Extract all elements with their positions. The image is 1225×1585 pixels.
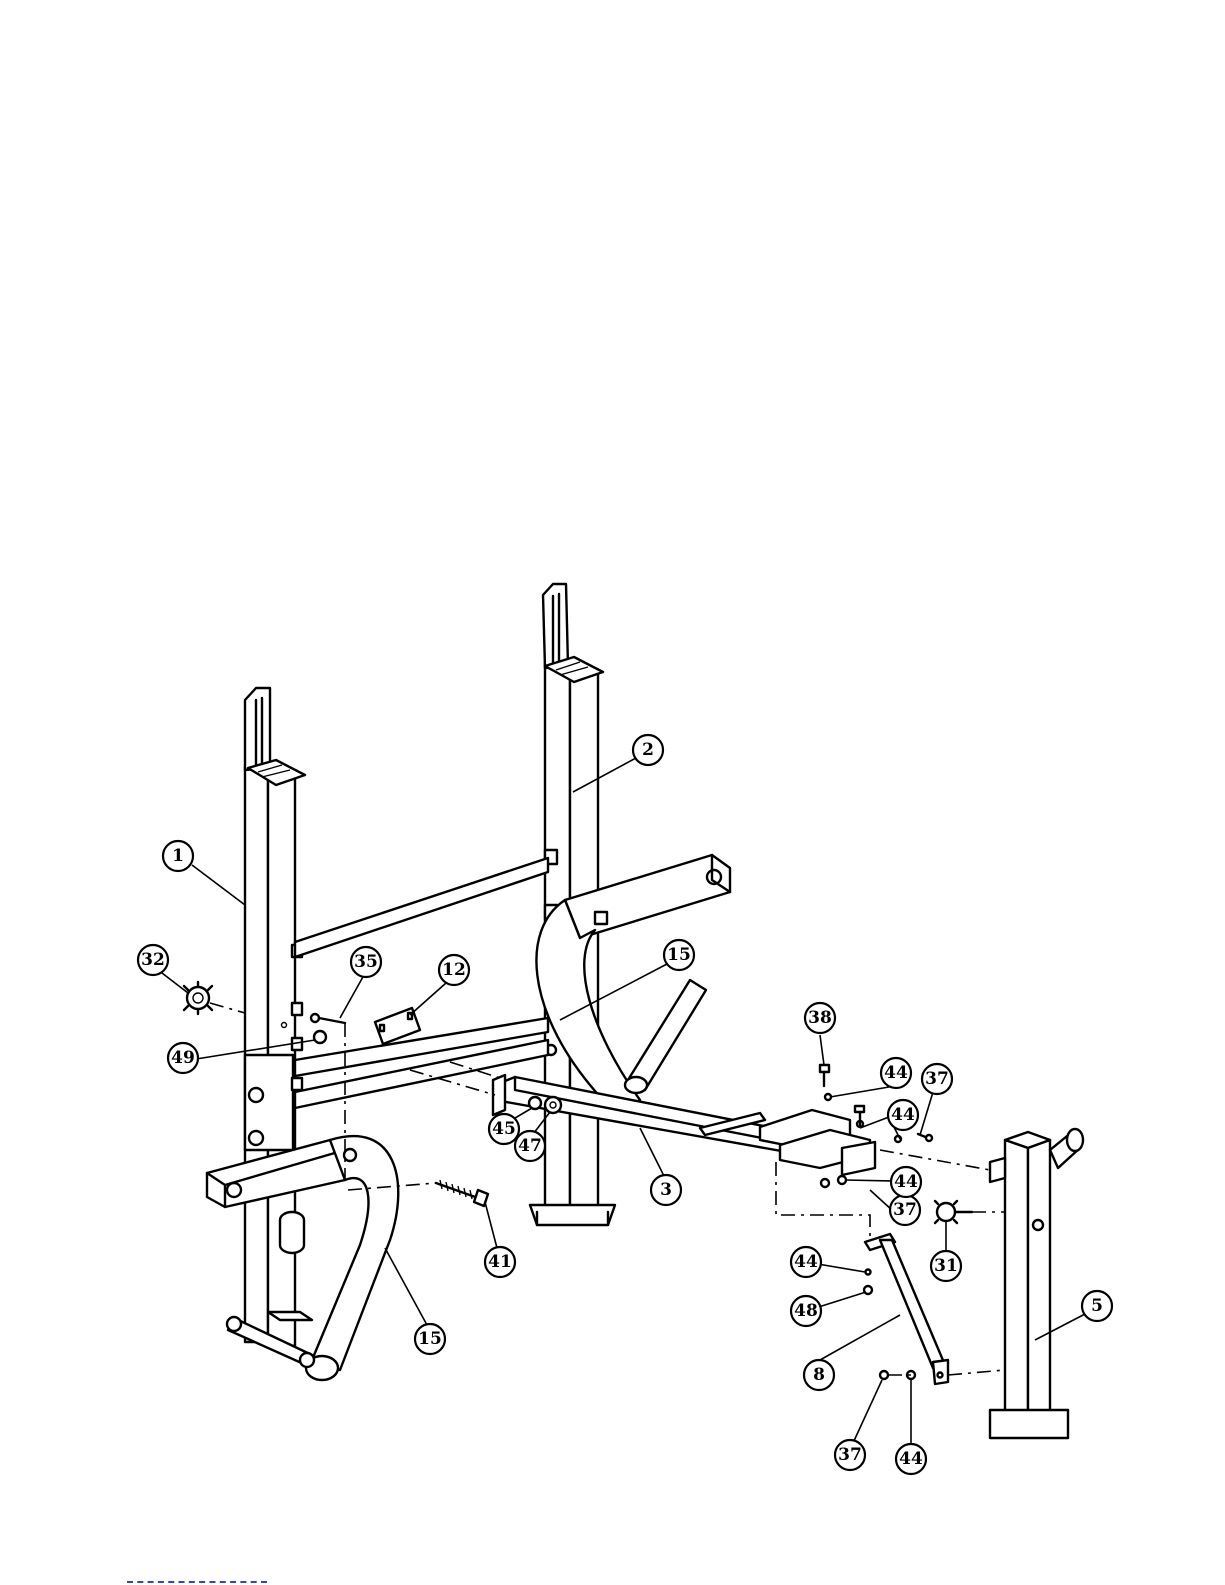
callout-bolt-bottom: 37 <box>835 1440 865 1470</box>
svg-text:37: 37 <box>838 1445 862 1465</box>
bracket-plate <box>375 1008 420 1044</box>
svg-text:12: 12 <box>442 960 466 980</box>
callout-washer-e: 44 <box>896 1444 926 1474</box>
cross-tube-upper <box>295 858 548 957</box>
callout-washer-a: 44 <box>881 1058 911 1088</box>
svg-text:47: 47 <box>518 1136 542 1156</box>
callout-nut: 47 <box>515 1131 545 1161</box>
callout-bracket-plate: 12 <box>439 955 469 985</box>
callout-nut-b: 48 <box>791 1296 821 1326</box>
svg-text:15: 15 <box>667 945 691 965</box>
callout-washer-d: 44 <box>791 1247 821 1277</box>
svg-text:5: 5 <box>1091 1296 1103 1316</box>
svg-text:37: 37 <box>893 1200 917 1220</box>
svg-text:8: 8 <box>813 1365 825 1385</box>
svg-text:45: 45 <box>492 1119 516 1139</box>
callout-main-tube: 3 <box>651 1175 681 1205</box>
callout-nut-c: 49 <box>168 1043 198 1073</box>
bolt-top-part <box>820 1065 829 1086</box>
callout-support-brace: 8 <box>804 1360 834 1390</box>
nut-part-49 <box>314 1031 326 1043</box>
callout-washer-b: 44 <box>888 1100 918 1130</box>
svg-text:41: 41 <box>488 1252 512 1272</box>
svg-text:3: 3 <box>660 1180 672 1200</box>
leg-curl-arm-lower <box>207 1136 398 1380</box>
svg-text:32: 32 <box>141 950 165 970</box>
svg-text:1: 1 <box>172 846 184 866</box>
svg-text:31: 31 <box>934 1256 958 1276</box>
pin-part <box>311 1014 345 1023</box>
callout-washer-c: 44 <box>891 1167 921 1197</box>
svg-text:44: 44 <box>899 1449 923 1469</box>
callout-bolt-top: 38 <box>805 1003 835 1033</box>
knob-left-part <box>184 982 212 1014</box>
svg-text:44: 44 <box>884 1063 908 1083</box>
callout-pin: 35 <box>351 947 381 977</box>
svg-text:38: 38 <box>808 1008 832 1028</box>
callout-bolt-right: 37 <box>922 1064 952 1094</box>
callout-leg-curl-lower: 15 <box>415 1324 445 1354</box>
callout-bolt-mid: 37 <box>890 1195 920 1225</box>
callout-frame-left: 1 <box>163 841 193 871</box>
svg-text:2: 2 <box>642 740 654 760</box>
svg-text:49: 49 <box>171 1048 195 1068</box>
callout-spacer: 45 <box>489 1114 519 1144</box>
rear-leg <box>990 1129 1083 1438</box>
svg-text:48: 48 <box>794 1301 818 1321</box>
callout-long-bolt: 41 <box>485 1247 515 1277</box>
callout-knob-left: 32 <box>138 945 168 975</box>
callout-knob-right: 31 <box>931 1251 961 1281</box>
svg-text:15: 15 <box>418 1329 442 1349</box>
svg-text:44: 44 <box>891 1105 915 1125</box>
long-bolt-part <box>436 1180 488 1206</box>
svg-text:37: 37 <box>925 1069 949 1089</box>
svg-text:44: 44 <box>894 1172 918 1192</box>
callout-rear-leg: 5 <box>1082 1291 1112 1321</box>
upright-frame-left <box>245 688 312 1346</box>
callout-frame-right: 2 <box>633 735 663 765</box>
footer-rule <box>127 1581 267 1583</box>
callout-leg-curl-upper: 15 <box>664 940 694 970</box>
svg-text:35: 35 <box>354 952 378 972</box>
svg-text:44: 44 <box>794 1252 818 1272</box>
knob-right-part <box>935 1201 972 1223</box>
